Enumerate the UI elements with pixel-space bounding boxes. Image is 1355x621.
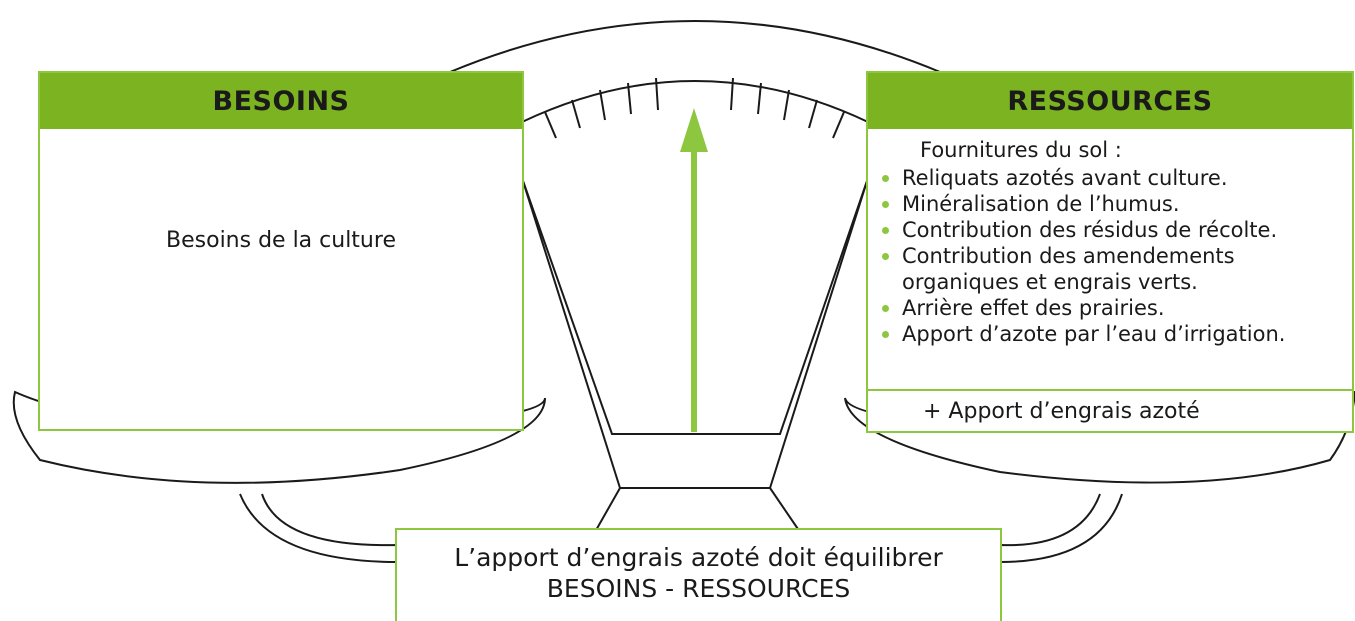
ressources-body: Fournitures du sol : Reliquats azotés av… xyxy=(868,129,1352,347)
ressources-item: Reliquats azotés avant culture. xyxy=(876,165,1352,191)
scale-base xyxy=(594,487,801,533)
besoins-panel: BESOINS Besoins de la culture xyxy=(38,71,524,431)
dial-needle-arrowhead xyxy=(680,108,708,152)
caption-line-2: BESOINS - RESSOURCES xyxy=(546,574,851,603)
ressources-item: Apport d’azote par l’eau d’irrigation. xyxy=(876,321,1352,347)
dial-ticks xyxy=(544,77,845,139)
scale-arm-left xyxy=(239,493,399,564)
caption-line-1: L’apport d’engrais azoté doit équilibrer xyxy=(454,543,943,572)
ressources-footer: + Apport d’engrais azoté xyxy=(868,389,1352,431)
ressources-list: Reliquats azotés avant culture. Minérali… xyxy=(876,165,1352,347)
ressources-item: Contribution des résidus de récolte. xyxy=(876,217,1352,243)
besoins-text: Besoins de la culture xyxy=(166,228,396,253)
ressources-item: Minéralisation de l’humus. xyxy=(876,191,1352,217)
scale-top-arc xyxy=(449,20,941,73)
caption-box: L’apport d’engrais azoté doit équilibrer… xyxy=(395,528,1002,621)
ressources-item: Arrière effet des prairies. xyxy=(876,295,1352,321)
ressources-item: Contribution des amendements organiques … xyxy=(876,243,1352,295)
dial-inner xyxy=(521,177,869,435)
ressources-title: RESSOURCES xyxy=(868,73,1352,129)
ressources-subtitle: Fournitures du sol : xyxy=(920,138,1122,162)
besoins-title: BESOINS xyxy=(40,73,522,129)
ressources-panel: RESSOURCES Fournitures du sol : Reliquat… xyxy=(866,71,1354,433)
scale-arm-right xyxy=(999,493,1123,564)
